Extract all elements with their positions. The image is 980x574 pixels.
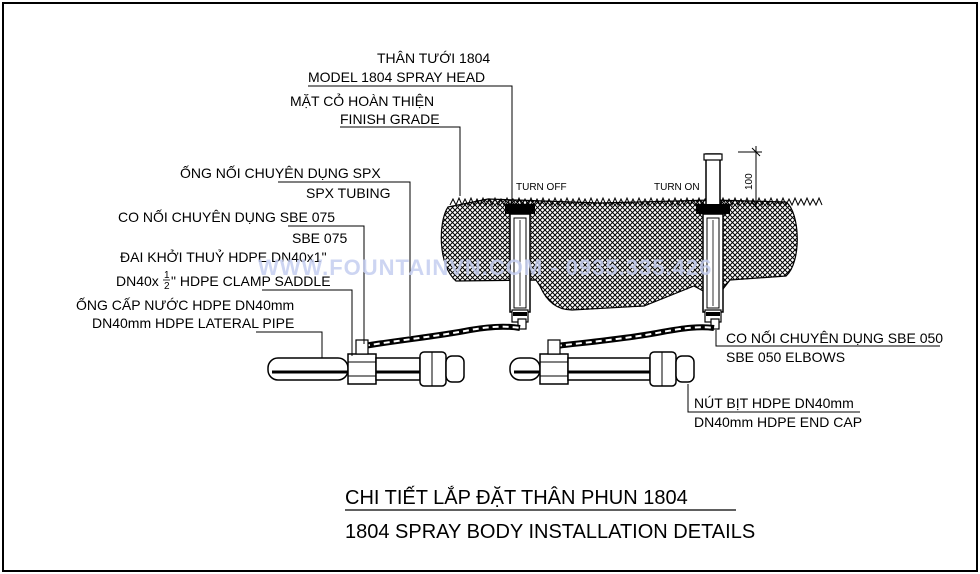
label-saddle-en-prefix: DN40x [116,273,159,289]
spray-head-right [696,153,730,330]
label-pipe-vi: ỐNG CẤP NƯỚC HDPE DN40mm [76,296,294,313]
label-pipe-en: DN40mm HDPE LATERAL PIPE [92,315,294,331]
pipe-assembly-right [509,339,695,387]
label-sbe075-vi: CO NỐI CHUYÊN DỤNG SBE 075 [118,208,335,225]
label-spx-en: SPX TUBING [306,185,391,201]
label-saddle-en-num: 1 [164,270,170,281]
label-spray-head-vi: THÂN TƯỚI 1804 [377,50,490,66]
label-saddle-en-den: 2 [164,281,170,292]
label-sbe050-vi: CO NỐI CHUYÊN DỤNG SBE 050 [726,329,943,346]
label-saddle-vi: ĐAI KHỞI THUỶ HDPE DN40x1" [120,248,327,265]
dimension-100: 100 [738,146,762,212]
pipe-assembly-left [267,339,465,387]
label-saddle-en-suffix: " HDPE CLAMP SADDLE [171,273,331,289]
title-vi: CHI TIẾT LẮP ĐẶT THÂN PHUN 1804 [345,485,688,509]
label-finish-grade-en: FINISH GRADE [340,111,440,127]
label-endcap-en: DN40mm HDPE END CAP [694,414,862,430]
watermark: WWW.FOUNTAINVN.COM - 0935.335.426 [258,255,712,280]
label-finish-grade-vi: MẶT CỎ HOÀN THIỆN [290,92,434,109]
label-spray-head-en: MODEL 1804 SPRAY HEAD [308,69,485,85]
label-turn-off: TURN OFF [516,182,567,193]
label-sbe075-en: SBE 075 [292,230,347,246]
label-turn-on: TURN ON [654,182,700,193]
label-endcap-vi: NÚT BỊT HDPE DN40mm [694,395,854,411]
title-en: 1804 SPRAY BODY INSTALLATION DETAILS [345,521,755,543]
spray-head-left [505,204,535,330]
dimension-text: 100 [744,173,755,190]
leader-lines [256,85,940,413]
label-sbe050-en: SBE 050 ELBOWS [726,349,845,365]
label-spx-vi: ỐNG NỐI CHUYÊN DỤNG SPX [180,164,381,181]
label-saddle-en: DN40x 1 2 " HDPE CLAMP SADDLE [116,270,331,292]
